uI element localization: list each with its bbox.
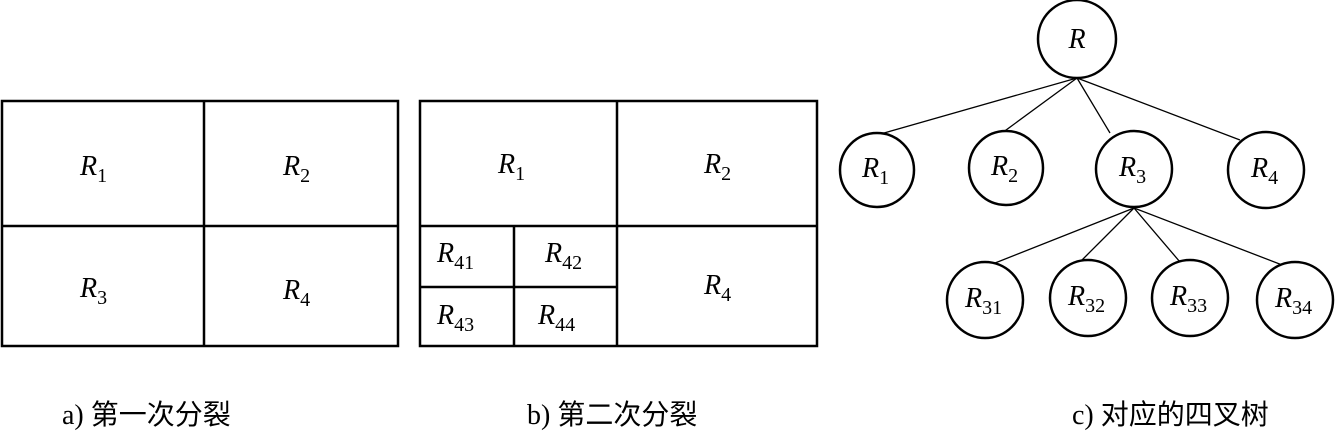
edge-r3-r33	[1133, 207, 1181, 263]
tree-node-r3	[1094, 129, 1174, 209]
diagram-a-cell-r1: R1	[79, 151, 107, 187]
diagram-b-cell-r42: R42	[544, 238, 582, 274]
edge-r3-r34	[1133, 207, 1291, 269]
tree-node-r2	[967, 129, 1045, 207]
tree-node-root	[1036, 0, 1118, 80]
tree-node-r1	[838, 131, 916, 209]
diagram-a-cell-r2: R2	[282, 151, 310, 187]
tree-node-r4	[1226, 130, 1306, 210]
diagram-c-caption: c) 对应的四叉树	[1072, 399, 1269, 431]
tree-node-r34	[1255, 260, 1335, 340]
tree-node-r32-label: R32	[1067, 281, 1105, 317]
edge-root-r3	[1076, 77, 1111, 134]
diagram-a-first-split: R1 R2 R3 R4 a) 第一次分裂	[0, 99, 400, 431]
tree-node-r33-label: R33	[1169, 281, 1207, 317]
diagram-b-cell-r4: R4	[703, 270, 731, 306]
edge-root-r2	[1001, 77, 1078, 134]
diagram-a-caption: a) 第一次分裂	[62, 399, 231, 431]
tree-node-r2-label: R2	[990, 151, 1018, 187]
diagram-b-cell-r44: R44	[537, 300, 575, 336]
edge-r3-r32	[1079, 207, 1135, 263]
edge-r3-r31	[989, 207, 1135, 266]
tree-node-r1-label: R1	[861, 153, 889, 189]
diagram-b-outer-box	[418, 99, 819, 348]
diagram-b-caption: b) 第二次分裂	[527, 399, 697, 431]
tree-node-r31	[945, 260, 1025, 340]
edge-root-r4	[1076, 77, 1241, 141]
diagram-b-second-split: R1 R2 R41 R42 R43 R44 R4 b) 第二次分裂	[418, 99, 819, 431]
tree-node-r33	[1150, 258, 1230, 338]
tree-node-r3-label: R3	[1118, 152, 1146, 188]
tree-node-r31-label: R31	[964, 283, 1002, 319]
diagram-a-outer-box	[0, 99, 400, 348]
diagram-a-cell-r4: R4	[282, 275, 310, 311]
diagram-b-cell-r41: R41	[436, 238, 474, 274]
diagram-b-cell-r43: R43	[436, 300, 474, 336]
diagram-c-quadtree: R R1 R2 R3 R4 R31 R32 R33 R34 c) 对应的四叉树	[838, 0, 1335, 431]
tree-node-r34-label: R34	[1274, 283, 1312, 319]
edge-root-r1	[876, 77, 1078, 136]
diagram-b-cell-r2: R2	[703, 149, 731, 185]
diagram-b-cell-r1: R1	[497, 149, 525, 185]
diagram-a-cell-r3: R3	[79, 273, 107, 309]
tree-node-r4-label: R4	[1250, 153, 1278, 189]
tree-node-root-label: R	[1067, 24, 1085, 55]
tree-node-r32	[1048, 258, 1128, 338]
